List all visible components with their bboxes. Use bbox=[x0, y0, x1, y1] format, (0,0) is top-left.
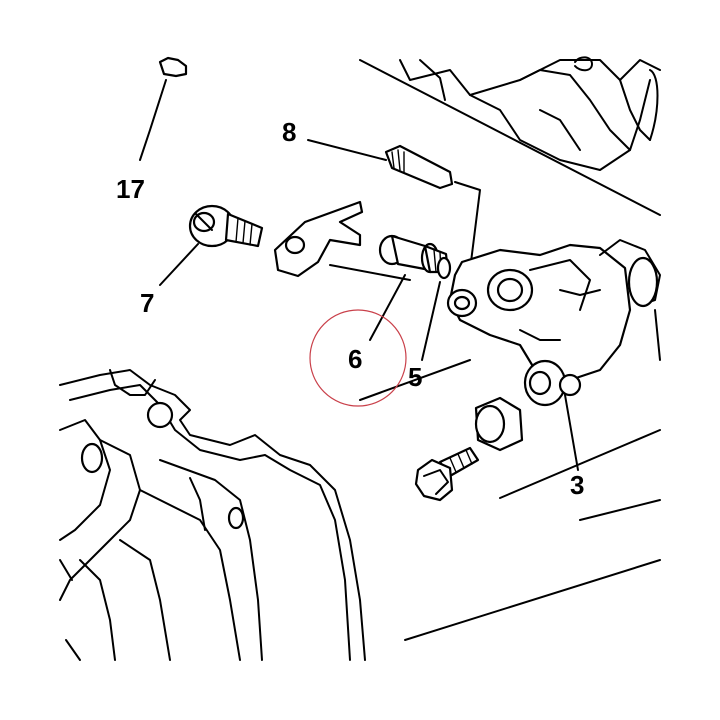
engine-housing bbox=[359, 56, 661, 216]
callout-17: 17 bbox=[116, 174, 145, 204]
fork-plate bbox=[273, 200, 411, 281]
pin-8 bbox=[307, 139, 481, 271]
ring-5 bbox=[421, 256, 452, 361]
screw-7 bbox=[159, 204, 264, 286]
stud-17 bbox=[139, 56, 188, 161]
callout-8: 8 bbox=[282, 117, 296, 147]
bushing-and-bolt bbox=[414, 396, 524, 502]
callout-6: 6 bbox=[348, 344, 362, 374]
callout-7: 7 bbox=[140, 288, 154, 318]
highlight-circle-6 bbox=[309, 309, 407, 407]
callout-5: 5 bbox=[408, 362, 422, 392]
gearbox-casing bbox=[59, 369, 366, 661]
sleeve-6 bbox=[369, 234, 450, 341]
slave-cylinder bbox=[446, 239, 661, 471]
callout-3: 3 bbox=[570, 470, 584, 500]
background-lines bbox=[359, 309, 661, 641]
